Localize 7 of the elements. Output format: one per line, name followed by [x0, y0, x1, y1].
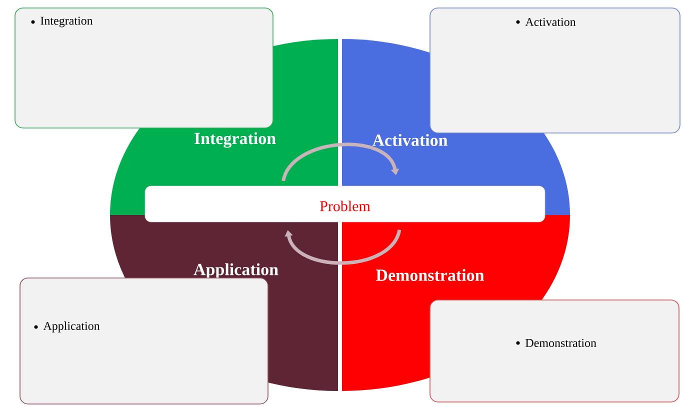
- curved-arrow: [284, 229, 402, 265]
- text-box: Activation: [430, 8, 680, 134]
- text-box: Integration: [14, 8, 274, 128]
- problem-bar: Problem: [144, 186, 546, 222]
- curved-arrow: [282, 142, 400, 182]
- text-box: Application: [20, 278, 268, 404]
- text-box: Demonstration: [430, 300, 680, 402]
